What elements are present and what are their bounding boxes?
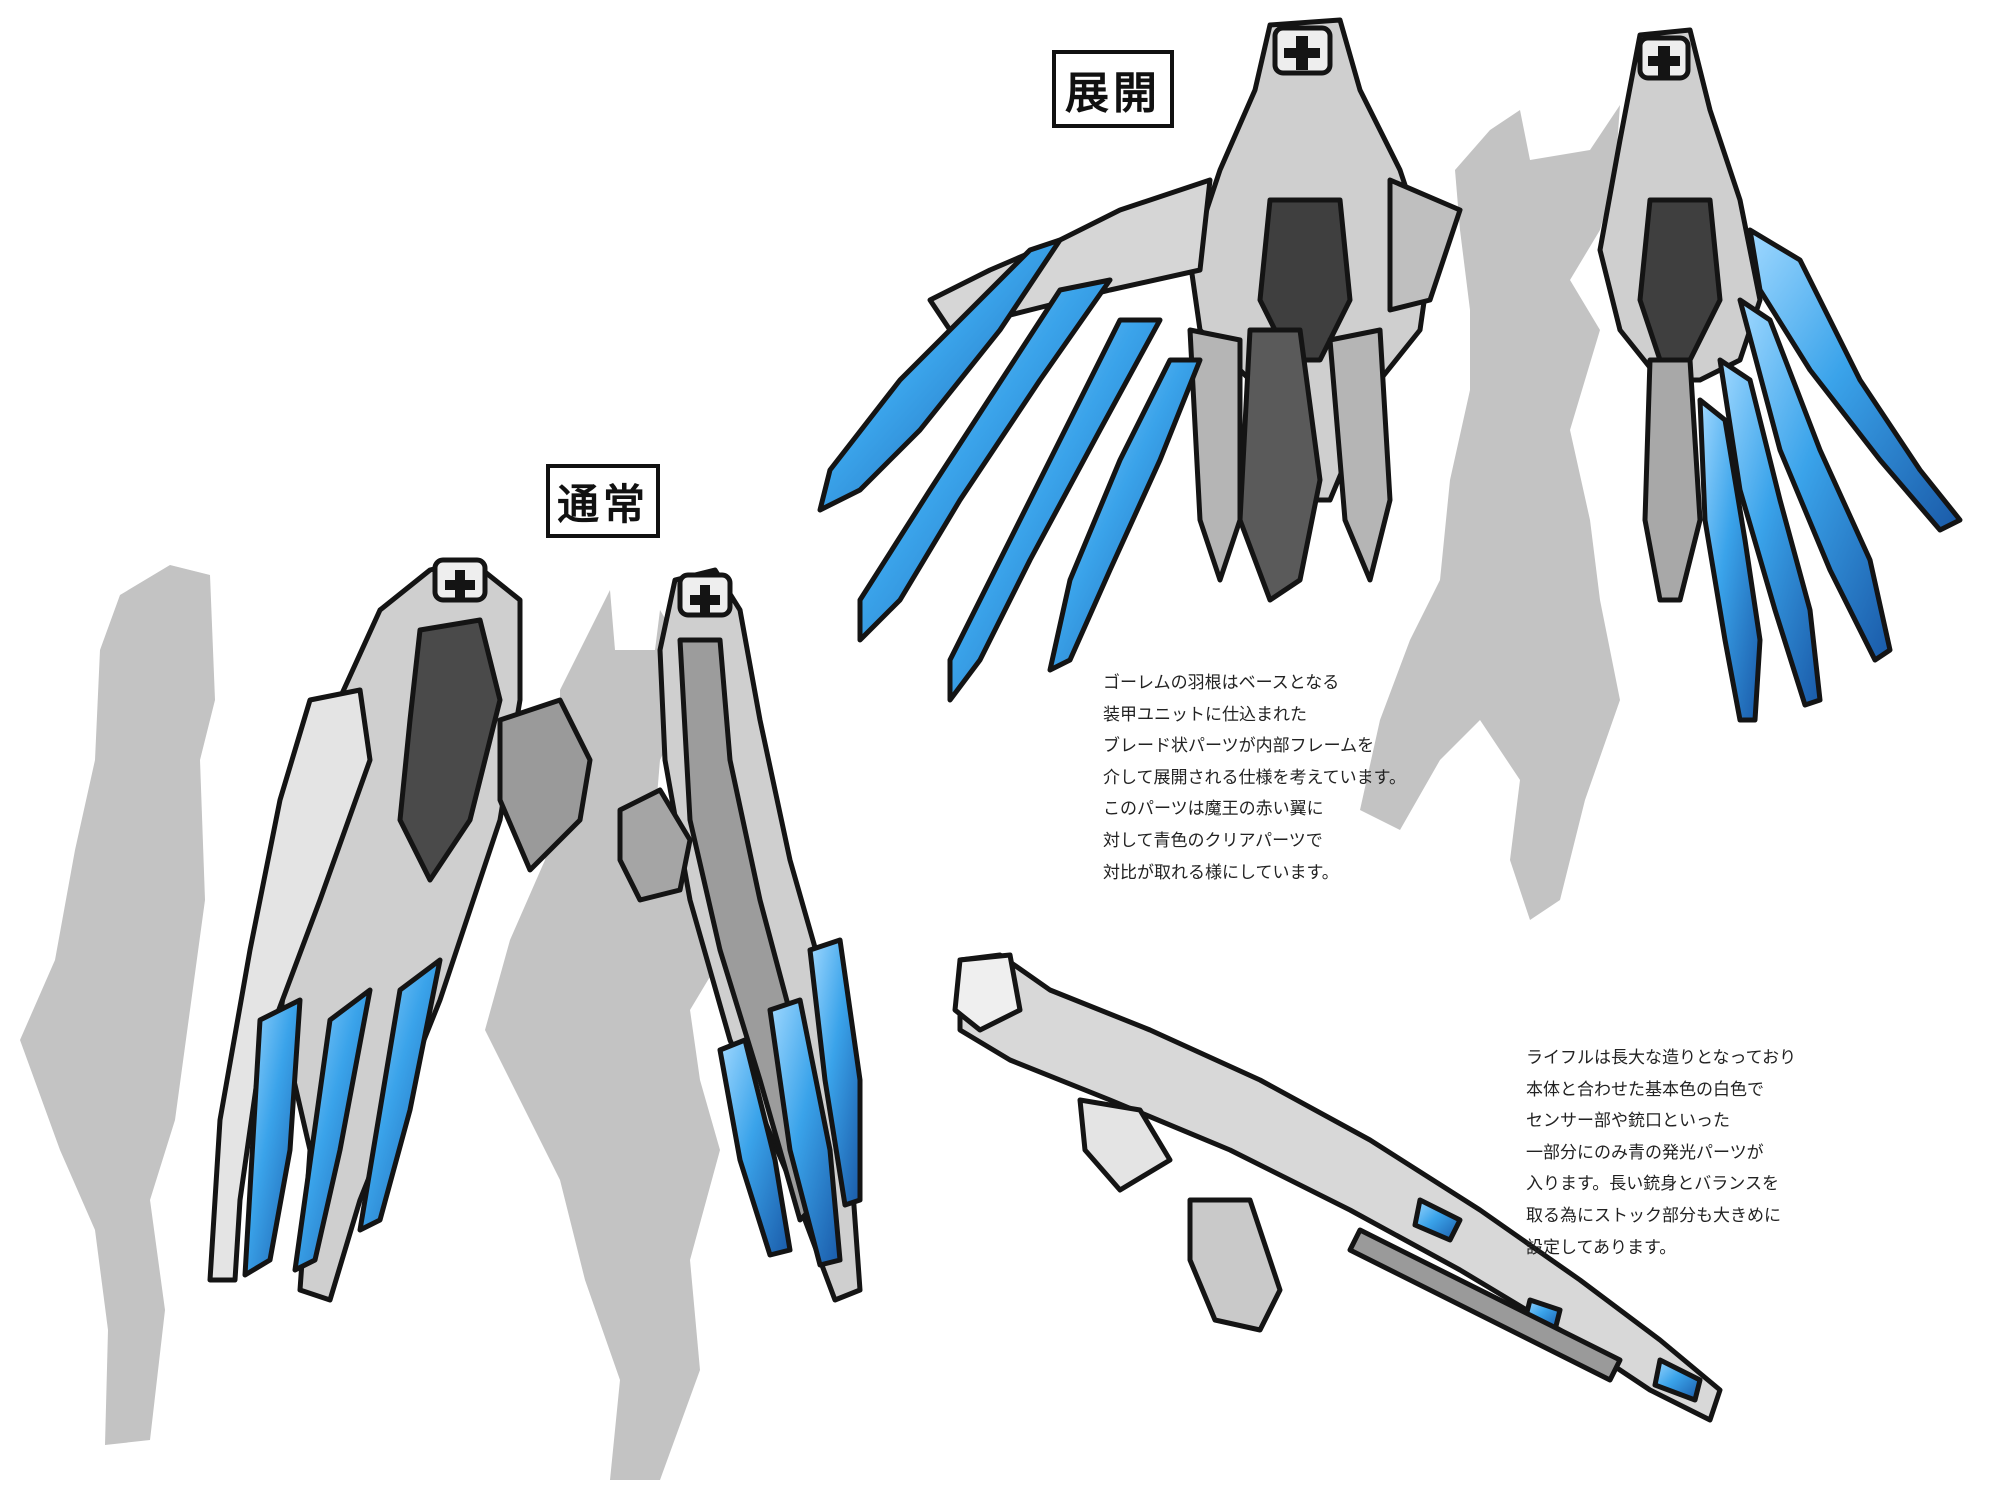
silhouette-figure-right	[1360, 105, 1620, 920]
note-rifle-line: 本体と合わせた基本色の白色で	[1526, 1079, 1764, 1100]
note-wings-line: 対して青色のクリアパーツで	[1103, 830, 1323, 851]
label-normal: 通常	[546, 464, 660, 538]
silhouettes	[20, 105, 1620, 1480]
note-rifle-line: 一部分にのみ青の発光パーツが	[1526, 1142, 1764, 1163]
note-rifle-line: 取る為にストック部分も大きめに	[1526, 1205, 1781, 1226]
note-wings-line: 装甲ユニットに仕込まれた	[1103, 704, 1307, 725]
silhouette-figure-center	[485, 590, 755, 1480]
label-deployed: 展開	[1052, 50, 1174, 128]
note-rifle-line: 設定してあります。	[1526, 1237, 1677, 1258]
note-wings-line: ゴーレムの羽根はベースとなる	[1103, 673, 1340, 693]
note-rifle: ライフルは長大な造りとなっており 本体と合わせた基本色の白色で センサー部や銃口…	[1526, 1043, 1796, 1264]
note-wings-line: 対比が取れる様にしています。	[1103, 862, 1339, 883]
note-wings-line: このパーツは魔王の赤い翼に	[1103, 799, 1324, 820]
wing-deployed-side	[1597, 27, 1963, 723]
wing-normal-right	[617, 567, 863, 1303]
note-rifle-line: センサー部や銃口といった	[1526, 1111, 1730, 1132]
note-rifle-line: 入ります。長い銃身とバランスを	[1526, 1174, 1779, 1195]
note-wings-line: 介して展開される仕様を考えています。	[1103, 767, 1406, 788]
wing-normal-left	[207, 557, 593, 1303]
cross-emblem-icon	[445, 570, 475, 600]
note-wings-line: ブレード状パーツが内部フレームを	[1103, 736, 1375, 757]
silhouette-figure-left	[20, 565, 215, 1445]
note-wings: ゴーレムの羽根はベースとなる 装甲ユニットに仕込まれた ブレード状パーツが内部フ…	[1103, 668, 1406, 889]
rifle-drawing	[952, 952, 1723, 1423]
wing-deployed-main	[817, 17, 1463, 703]
note-rifle-line: ライフルは長大な造りとなっており	[1526, 1048, 1797, 1068]
